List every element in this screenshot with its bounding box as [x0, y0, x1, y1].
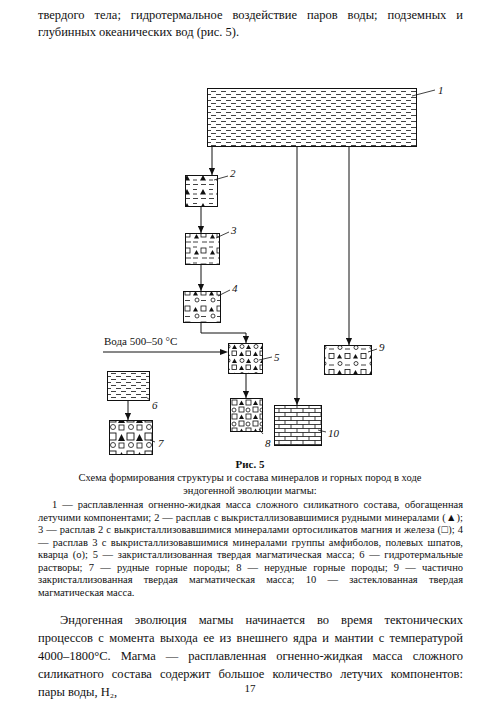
- rock-box: 10: [274, 405, 322, 446]
- leader-line: [214, 176, 228, 180]
- rock-box: 2: [185, 175, 218, 207]
- flow-arrow: [297, 147, 298, 405]
- rock-box: 4: [183, 291, 221, 323]
- callout-number: 6: [152, 399, 158, 412]
- rock-texture: [324, 345, 372, 375]
- rock-box: 9: [324, 345, 372, 375]
- leader-line: [412, 90, 435, 96]
- rock-box: 7: [109, 420, 153, 455]
- callout-number: 1: [438, 84, 444, 97]
- flow-arrow: [212, 147, 213, 175]
- figure-caption: Схема формирования структуры и состава м…: [60, 472, 440, 497]
- rock-box: 3: [185, 233, 220, 265]
- rock-box: 6: [107, 371, 150, 401]
- melt-texture: [185, 175, 218, 207]
- leader-line: [368, 349, 377, 352]
- figure-number: Рис. 5: [0, 457, 500, 471]
- melt-texture: [183, 291, 221, 323]
- rock-texture: [228, 343, 263, 374]
- callout-number: 9: [379, 341, 385, 354]
- glass-texture: [274, 405, 322, 446]
- callout-number: 4: [232, 282, 238, 295]
- flow-arrow: [246, 374, 247, 398]
- rock-texture: [230, 398, 263, 432]
- melt-texture: [207, 88, 417, 147]
- flow-arrow: [201, 265, 202, 291]
- callout-number: 10: [328, 427, 339, 440]
- page-number: 17: [0, 681, 500, 695]
- callout-number: 8: [265, 437, 271, 450]
- melt-texture: [185, 233, 220, 265]
- callout-number: 7: [158, 437, 164, 450]
- legend-text: 1 — расплавленная огненно-жидкая масса с…: [38, 499, 463, 599]
- callout-number: 5: [274, 351, 280, 364]
- callout-number: 2: [230, 167, 236, 180]
- flow-arrow: [201, 207, 202, 233]
- rock-box: 5: [228, 343, 263, 374]
- rock-box: 8: [230, 398, 263, 432]
- water-texture: [107, 371, 150, 401]
- flow-arrow: [349, 147, 350, 345]
- rock-box: 1: [207, 88, 417, 147]
- flow-arrow: [201, 323, 246, 343]
- callout-number: 3: [231, 224, 237, 237]
- flow-arrow: [128, 401, 129, 420]
- body-paragraph: твердого тела; гидротермальное воздейств…: [38, 7, 463, 41]
- ore-texture: [109, 420, 153, 455]
- water-arrow-line: [103, 352, 222, 353]
- leader-line: [318, 430, 326, 432]
- water-arrowhead: [220, 349, 228, 355]
- flow-label: Вода 500–50 °С: [104, 335, 177, 348]
- leader-line: [259, 357, 272, 360]
